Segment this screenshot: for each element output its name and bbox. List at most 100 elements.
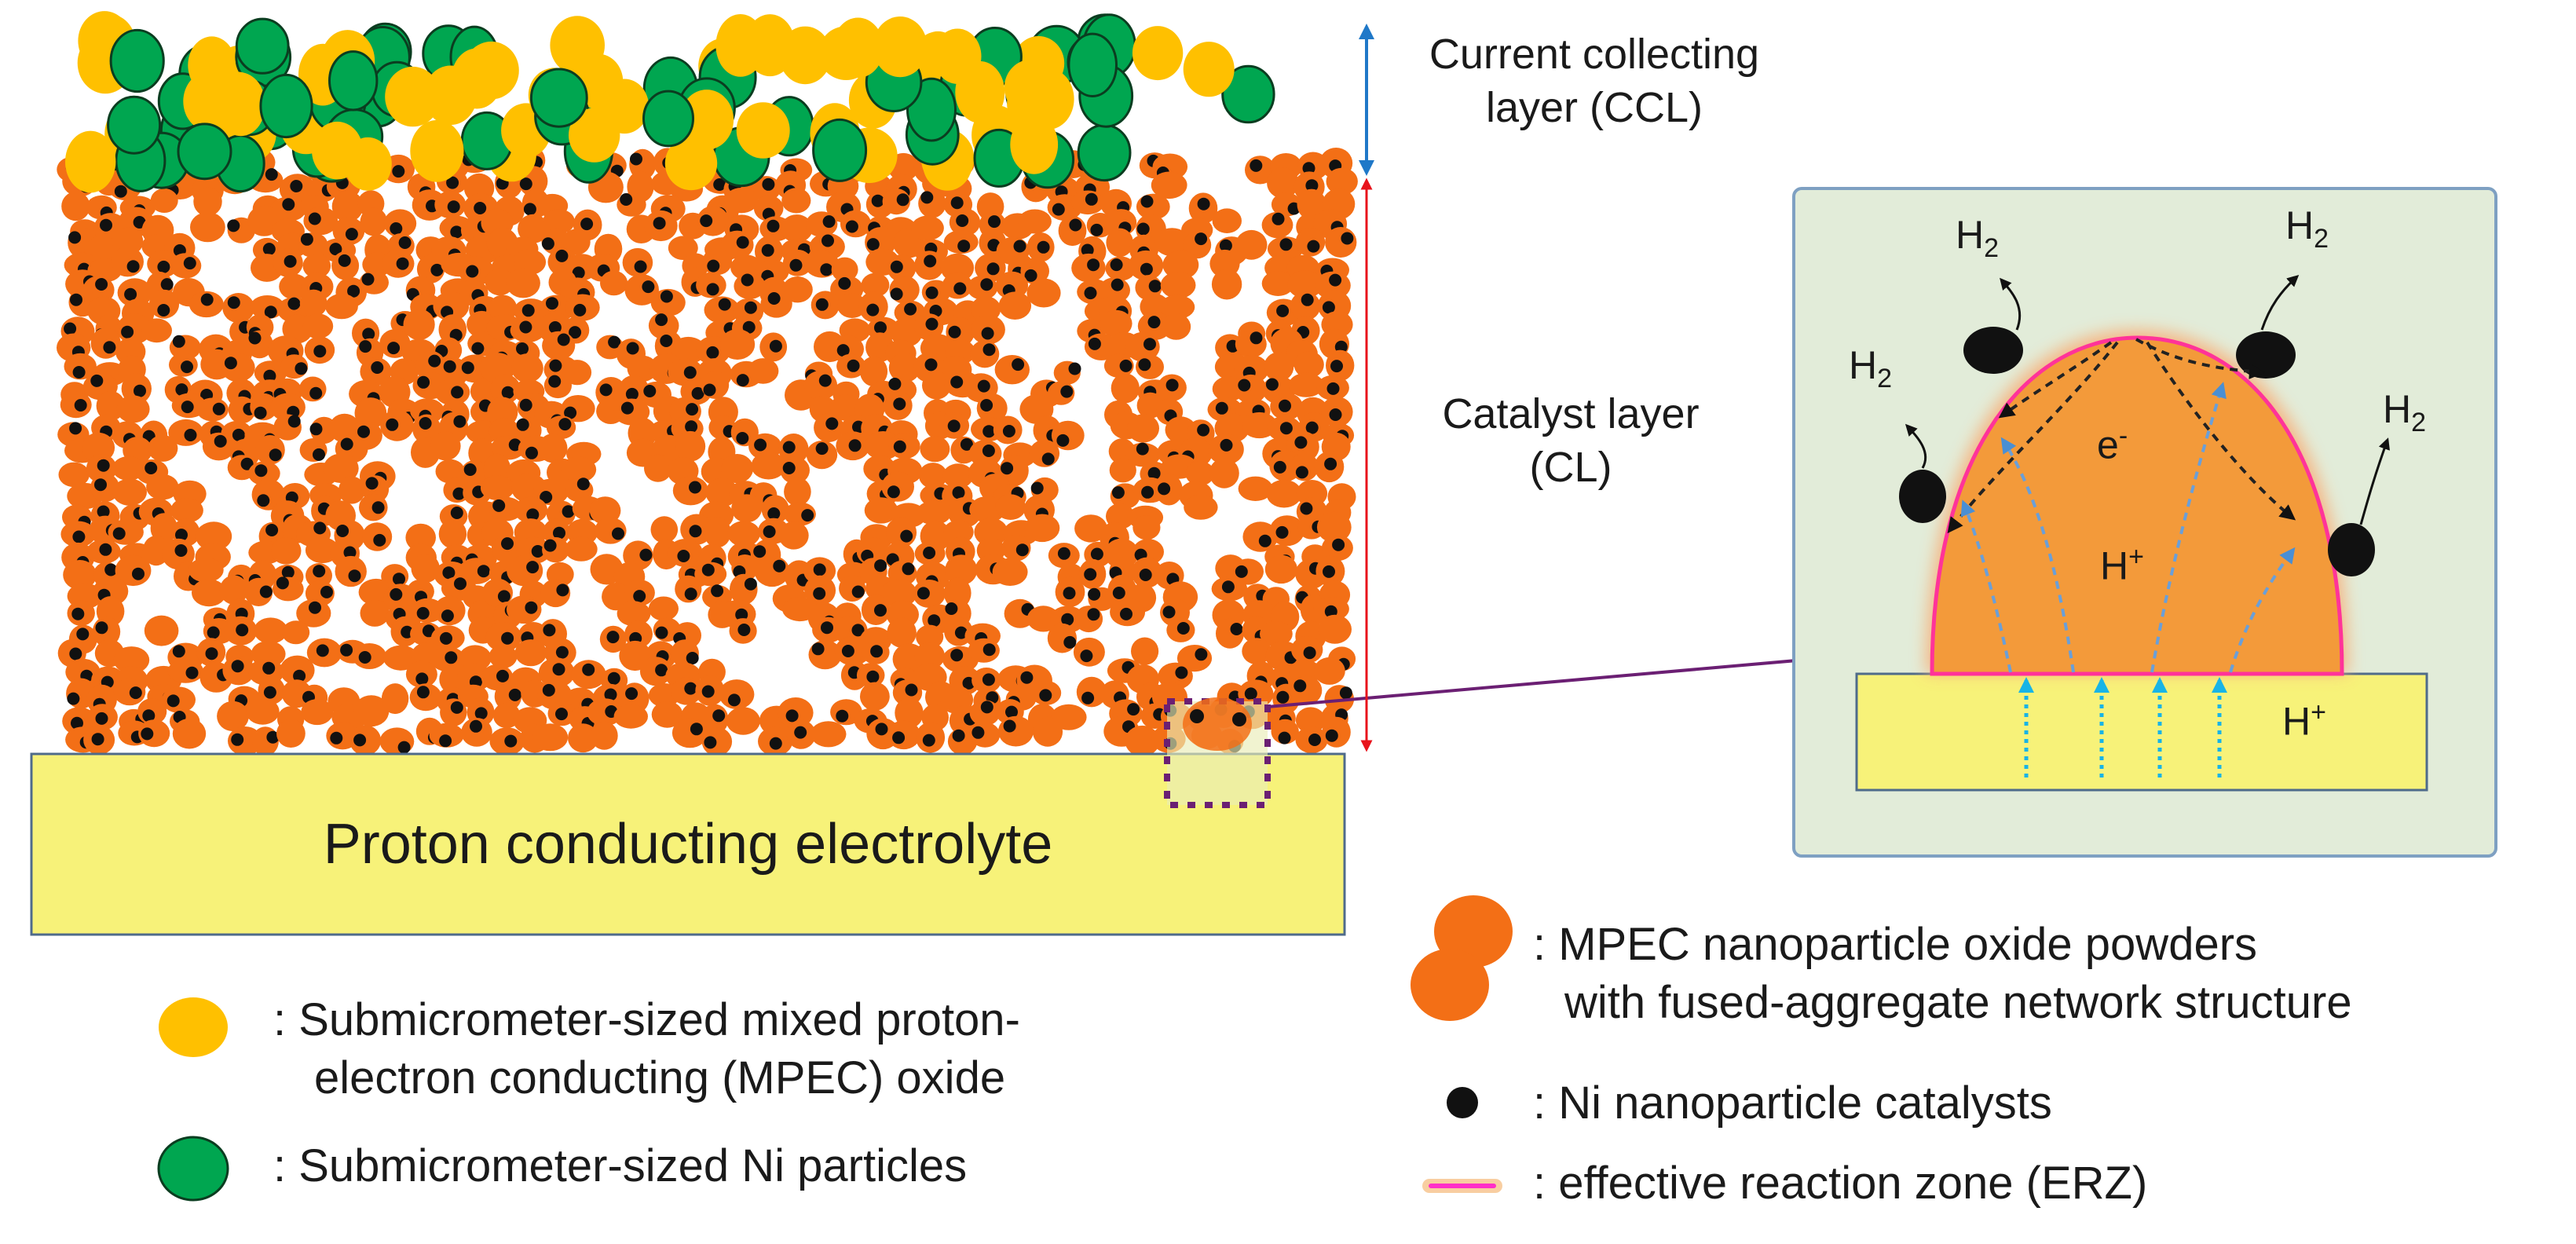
ni-nanoparticle xyxy=(706,346,719,359)
ni-nanoparticle xyxy=(496,669,509,682)
ni-nanoparticle xyxy=(655,626,668,639)
mpec-nanoparticle xyxy=(754,555,790,587)
ni-nanoparticle xyxy=(1148,280,1162,293)
mpec-nanoparticle xyxy=(860,682,890,711)
ni-nanoparticle xyxy=(361,273,375,286)
ni-nanoparticle xyxy=(97,459,110,472)
ni-submicron-particle xyxy=(1077,123,1132,182)
mpec-nanoparticle xyxy=(532,723,569,752)
ni-nanoparticle xyxy=(986,262,1000,276)
ni-nanoparticle xyxy=(1060,385,1074,398)
ni-nanoparticle xyxy=(1147,316,1161,329)
ni-nanoparticle xyxy=(558,418,572,431)
ni-nanoparticle xyxy=(980,701,993,714)
ni-nanoparticle xyxy=(1197,197,1210,210)
ni-nanoparticle xyxy=(1244,687,1257,701)
ni-nanoparticle xyxy=(373,533,386,547)
ni-nanoparticle xyxy=(900,529,913,543)
ni-nanoparticle xyxy=(463,463,477,476)
ni-nanoparticle xyxy=(767,219,780,232)
mpec-nanoparticle xyxy=(1026,278,1061,308)
legend-ni-particles: : Submicrometer-sized Ni particles xyxy=(273,1140,968,1191)
ni-nanoparticle xyxy=(686,652,699,664)
ni-nanoparticle xyxy=(1303,646,1316,660)
ni-nanoparticle xyxy=(1127,703,1140,716)
h2-label: H2 xyxy=(1956,213,2000,263)
zoom-pointer-arrow xyxy=(1267,649,1828,708)
ni-nanoparticle xyxy=(313,521,327,535)
ni-nanoparticle xyxy=(266,730,280,744)
ni-nanoparticle xyxy=(1215,401,1228,415)
h2-label: H2 xyxy=(1849,343,1893,393)
ni-nanoparticle xyxy=(892,731,906,745)
ni-nanoparticle xyxy=(526,561,540,574)
ni-nanoparticle xyxy=(866,238,880,251)
ni-nanoparticle xyxy=(980,399,993,412)
mpec-nanoparticle xyxy=(63,560,97,590)
mpec-nanoparticle xyxy=(271,537,302,565)
mpec-nanoparticle xyxy=(864,497,898,524)
ni-nanoparticle xyxy=(1012,358,1025,371)
ni-nanoparticle xyxy=(801,509,814,522)
mpec-nanoparticle xyxy=(994,355,1030,385)
ni-nanoparticle xyxy=(183,257,196,270)
ni-nanoparticle xyxy=(917,587,930,600)
mpec-nanoparticle xyxy=(810,721,847,748)
ni-nanoparticle xyxy=(91,733,104,746)
ni-nanoparticle xyxy=(1293,679,1307,693)
ccl-label: Current collecting layer (CCL) xyxy=(1390,28,1798,134)
mpec-nanoparticle xyxy=(279,273,309,300)
ni-nanoparticle xyxy=(753,545,767,558)
ni-nanoparticle xyxy=(450,701,463,714)
ni-nanoparticle xyxy=(1165,379,1179,392)
ni-nanoparticle xyxy=(340,437,353,451)
electron-arrow-icon xyxy=(2146,341,2296,521)
ni-nanoparticle xyxy=(1147,466,1161,480)
mpec-nanoparticle xyxy=(192,579,227,607)
mpec-nanoparticle xyxy=(1211,269,1242,300)
ni-nanoparticle xyxy=(231,733,244,746)
mpec-nanoparticle xyxy=(562,456,597,483)
mpec-nanoparticle xyxy=(170,498,203,523)
mpec-nanoparticle xyxy=(920,436,950,463)
ni-nanoparticle xyxy=(338,254,351,267)
ni-nanoparticle xyxy=(232,428,245,441)
ni-nanoparticle xyxy=(492,499,506,512)
mpec-nanoparticle xyxy=(1260,621,1293,647)
ni-nanoparticle xyxy=(262,661,276,675)
ni-nanoparticle xyxy=(1041,452,1055,466)
mpec-nanoparticle xyxy=(61,192,90,221)
ni-nanoparticle xyxy=(543,624,556,637)
inset-electrolyte xyxy=(1855,672,2428,792)
mpec-nanoparticle xyxy=(511,353,543,383)
h2-arrow-icon xyxy=(2359,437,2390,525)
mpec-nanoparticle xyxy=(360,599,390,627)
ni-nanoparticle xyxy=(890,260,903,273)
electron-arrow-icon xyxy=(1947,341,2119,534)
mpec-nanoparticle xyxy=(748,358,779,384)
ni-nanoparticle xyxy=(259,585,273,598)
mpec-nanoparticle xyxy=(1127,414,1159,443)
ni-nanoparticle xyxy=(542,683,555,697)
mpec-nanoparticle xyxy=(221,353,255,382)
ni-nanoparticle xyxy=(1308,734,1321,746)
ni-nanoparticle xyxy=(874,604,887,617)
mpec-nanoparticle xyxy=(405,523,436,552)
mpec-nanoparticle xyxy=(1290,675,1323,705)
ni-nanoparticle xyxy=(866,670,880,683)
ni-nanoparticle xyxy=(555,708,568,721)
ni-nanoparticle xyxy=(769,339,782,353)
ni-nanoparticle xyxy=(1090,547,1103,561)
ni-nanoparticle xyxy=(1276,304,1290,317)
ni-nanoparticle xyxy=(99,543,112,556)
ni-nanoparticle xyxy=(660,290,673,303)
ni-submicron-particle xyxy=(642,90,694,148)
ni-nanoparticle xyxy=(1175,666,1188,679)
mpec-submicron-particle xyxy=(410,119,464,182)
mpec-nanoparticle xyxy=(1024,514,1060,543)
ni-nanoparticle xyxy=(815,298,829,311)
ni-nanoparticle xyxy=(562,505,575,518)
ni-nanoparticle xyxy=(129,686,142,700)
h2-arrow-icon xyxy=(2000,277,2022,331)
mpec-submicron-particle xyxy=(344,137,392,191)
